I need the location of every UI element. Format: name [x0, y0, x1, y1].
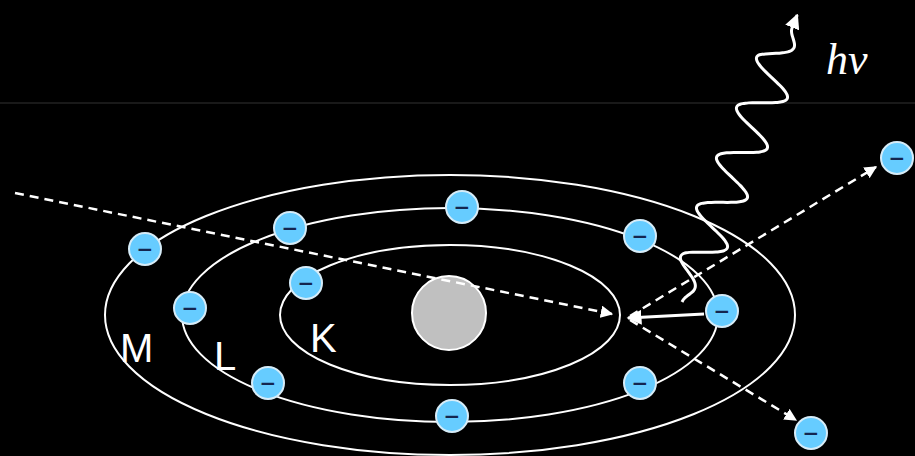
- shell-label: K: [310, 318, 337, 358]
- shell-label: M: [120, 328, 153, 368]
- electron: −: [251, 366, 285, 400]
- electron: −: [445, 190, 479, 224]
- charge-sign: −: [298, 273, 315, 293]
- electron: −: [128, 232, 162, 266]
- charge-sign: −: [803, 423, 820, 443]
- electron: −: [173, 291, 207, 325]
- electron: −: [435, 399, 469, 433]
- charge-sign: −: [632, 226, 649, 246]
- charge-sign: −: [182, 298, 199, 318]
- electron: −: [273, 211, 307, 245]
- charge-sign: −: [260, 373, 277, 393]
- photon-wave: [680, 15, 797, 302]
- electron: −: [289, 266, 323, 300]
- k-shell: [280, 245, 620, 385]
- electron: −: [623, 219, 657, 253]
- m-shell: [105, 175, 795, 455]
- shell-label: L: [214, 336, 236, 376]
- photon-energy-label: hν: [826, 38, 868, 82]
- ejected-electron-path: [630, 167, 876, 316]
- scattered-particle-path: [630, 320, 796, 420]
- l-shell: [182, 208, 718, 422]
- electron: −: [705, 294, 739, 328]
- charge-sign: −: [889, 148, 906, 168]
- electron: −: [794, 416, 828, 450]
- charge-sign: −: [282, 218, 299, 238]
- charge-sign: −: [714, 301, 731, 321]
- electron: −: [880, 141, 914, 175]
- electron: −: [623, 366, 657, 400]
- incident-particle-path: [15, 193, 612, 314]
- charge-sign: −: [632, 373, 649, 393]
- charge-sign: −: [454, 197, 471, 217]
- transition-arrow: [628, 314, 704, 318]
- charge-sign: −: [137, 239, 154, 259]
- charge-sign: −: [444, 406, 461, 426]
